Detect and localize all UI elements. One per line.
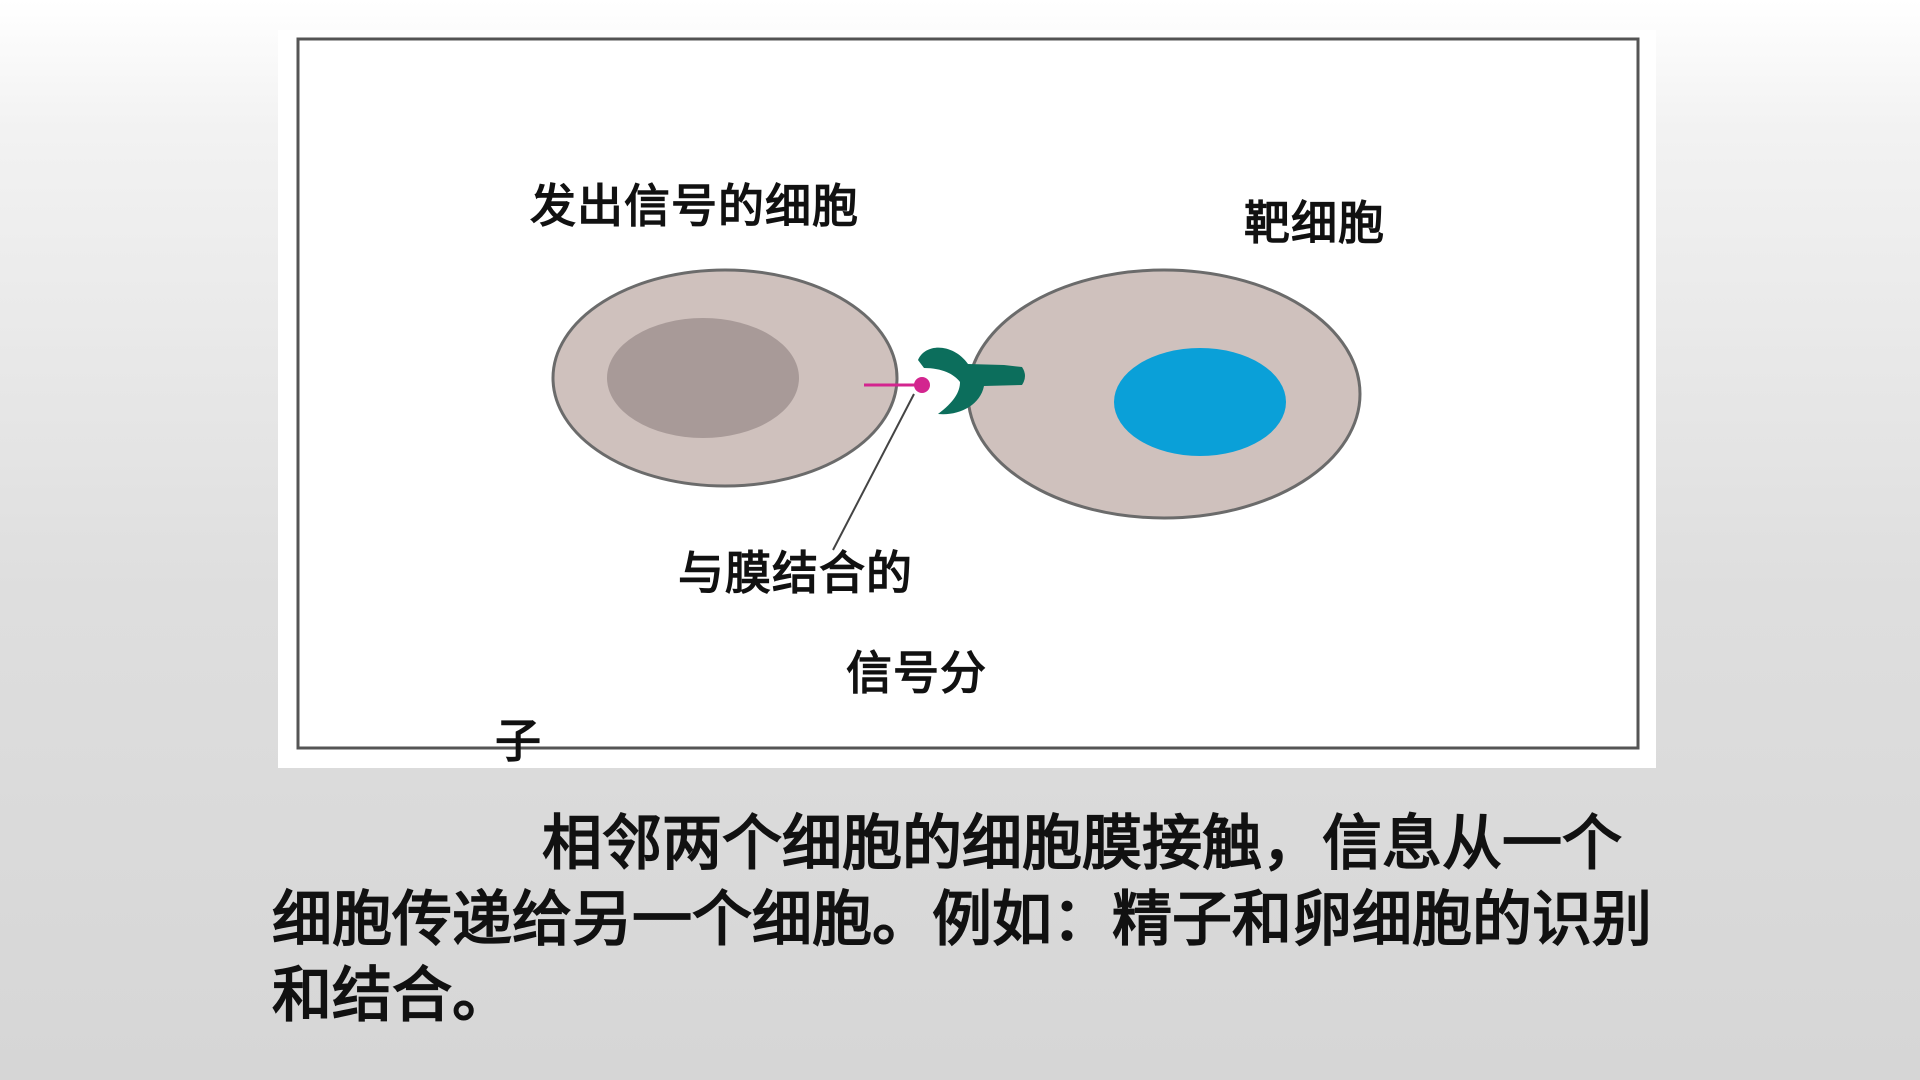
sender-cell-nucleus [607,318,799,438]
caption-paragraph: 相邻两个细胞的细胞膜接触，信息从一个细胞传递给另一个细胞。例如：精子和卵细胞的识… [272,806,1652,1034]
signal-pointer-line [832,393,915,551]
figure-panel [278,30,1656,768]
signal-molecule-label-line2: 信号分 [846,646,987,700]
sender-cell-label: 发出信号的细胞 [530,179,859,233]
signal-molecule-label-line1: 与膜结合的 [678,546,913,600]
caption-text: 相邻两个细胞的细胞膜接触，信息从一个细胞传递给另一个细胞。例如：精子和卵细胞的识… [272,809,1652,1031]
target-cell-label: 靶细胞 [1244,196,1385,250]
signal-molecule-label-line3: 子 [495,714,542,768]
diagram-frame [296,37,1640,750]
receptor-protein [918,347,1025,415]
target-cell-nucleus [1114,348,1286,456]
cell-signaling-diagram [296,37,1640,750]
signal-molecule [914,377,930,393]
